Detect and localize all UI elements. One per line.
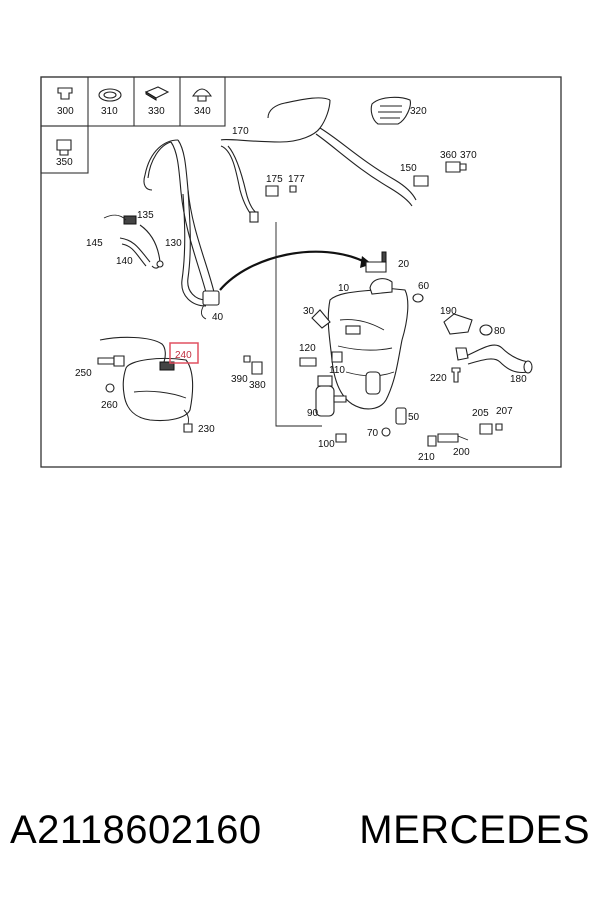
callout-70: 70	[367, 428, 379, 439]
tank-assembly-left	[97, 336, 194, 433]
clip-370	[459, 163, 467, 171]
callout-110: 110	[329, 365, 345, 376]
callout-210: 210	[418, 452, 435, 463]
nozzle-100	[335, 433, 347, 443]
callout-100: 100	[318, 439, 335, 450]
bracket-190	[443, 313, 473, 335]
callout-60: 60	[418, 281, 430, 292]
washer-pump-90	[315, 375, 347, 417]
clip-177	[289, 185, 297, 193]
legend-label-350: 350	[56, 157, 73, 168]
callout-135: 135	[137, 210, 154, 221]
highlight-box-240	[169, 342, 199, 364]
clip-175	[265, 185, 279, 197]
callout-175: 175	[266, 174, 283, 185]
legend-label-300: 300	[57, 106, 74, 117]
cap-part-icon	[56, 139, 72, 156]
sensor-110	[331, 351, 343, 363]
callout-40: 40	[212, 312, 224, 323]
part-number: A2118602160	[10, 807, 262, 852]
callout-360: 360	[440, 150, 457, 161]
callout-90: 90	[307, 408, 319, 419]
grommet-60	[412, 293, 424, 303]
product-caption: A2118602160 MERCEDES	[10, 800, 590, 860]
callout-80: 80	[494, 326, 506, 337]
callout-130: 130	[165, 238, 182, 249]
hose-170	[220, 97, 417, 223]
callout-250: 250	[75, 368, 92, 379]
bracket-30	[311, 309, 331, 329]
bracket-20	[365, 251, 387, 273]
clip-205	[479, 423, 493, 435]
legend-grid: 300 310 330 340 350	[40, 76, 226, 174]
callout-207: 207	[496, 406, 513, 417]
callout-labels: 320 170 360 370 150 175 177 135 145 130 …	[75, 106, 527, 463]
nozzle-grille-320	[370, 96, 411, 125]
connector-120	[299, 357, 317, 367]
callout-145: 145	[86, 238, 103, 249]
callout-170: 170	[232, 126, 249, 137]
hose-180	[455, 344, 533, 374]
legend-label-310: 310	[101, 106, 118, 117]
pump-on-reservoir	[365, 371, 381, 395]
callout-205: 205	[472, 408, 489, 419]
clip-360	[445, 161, 461, 173]
connector-200-210	[427, 433, 469, 447]
callout-380: 380	[249, 380, 266, 391]
hose-assembly-left	[103, 139, 220, 320]
callout-220: 220	[430, 373, 447, 384]
callout-20: 20	[398, 259, 410, 270]
callout-177: 177	[288, 174, 305, 185]
legend-label-330: 330	[148, 106, 165, 117]
callout-390: 390	[231, 374, 248, 385]
washer-reservoir-10	[327, 278, 409, 410]
callout-240: 240	[175, 350, 192, 361]
legend-label-340: 340	[194, 106, 211, 117]
clip-390	[243, 355, 251, 363]
callout-140: 140	[116, 256, 133, 267]
callout-180: 180	[510, 374, 527, 385]
foam-pad-icon	[144, 86, 170, 101]
clip-207	[495, 423, 503, 431]
plug-part-icon	[57, 87, 73, 100]
level-sensor-50	[395, 407, 407, 425]
connector-380	[251, 361, 263, 375]
callout-30: 30	[303, 306, 315, 317]
clip-150	[413, 175, 429, 187]
callout-120: 120	[299, 343, 316, 354]
callout-260: 260	[101, 400, 118, 411]
screw-220	[451, 367, 461, 383]
callout-370: 370	[460, 150, 477, 161]
clip-part-icon	[191, 88, 213, 102]
grommet-80	[479, 324, 493, 336]
callout-50: 50	[408, 412, 420, 423]
callout-320: 320	[410, 106, 427, 117]
leader-line-90	[275, 222, 322, 427]
callout-10: 10	[338, 283, 350, 294]
grommet-70	[381, 427, 391, 437]
callout-200: 200	[453, 447, 470, 458]
callout-190: 190	[440, 306, 457, 317]
callout-230: 230	[198, 424, 215, 435]
brand-name: MERCEDES	[359, 807, 590, 852]
callout-150: 150	[400, 163, 417, 174]
grommet-ring-icon	[98, 88, 122, 102]
